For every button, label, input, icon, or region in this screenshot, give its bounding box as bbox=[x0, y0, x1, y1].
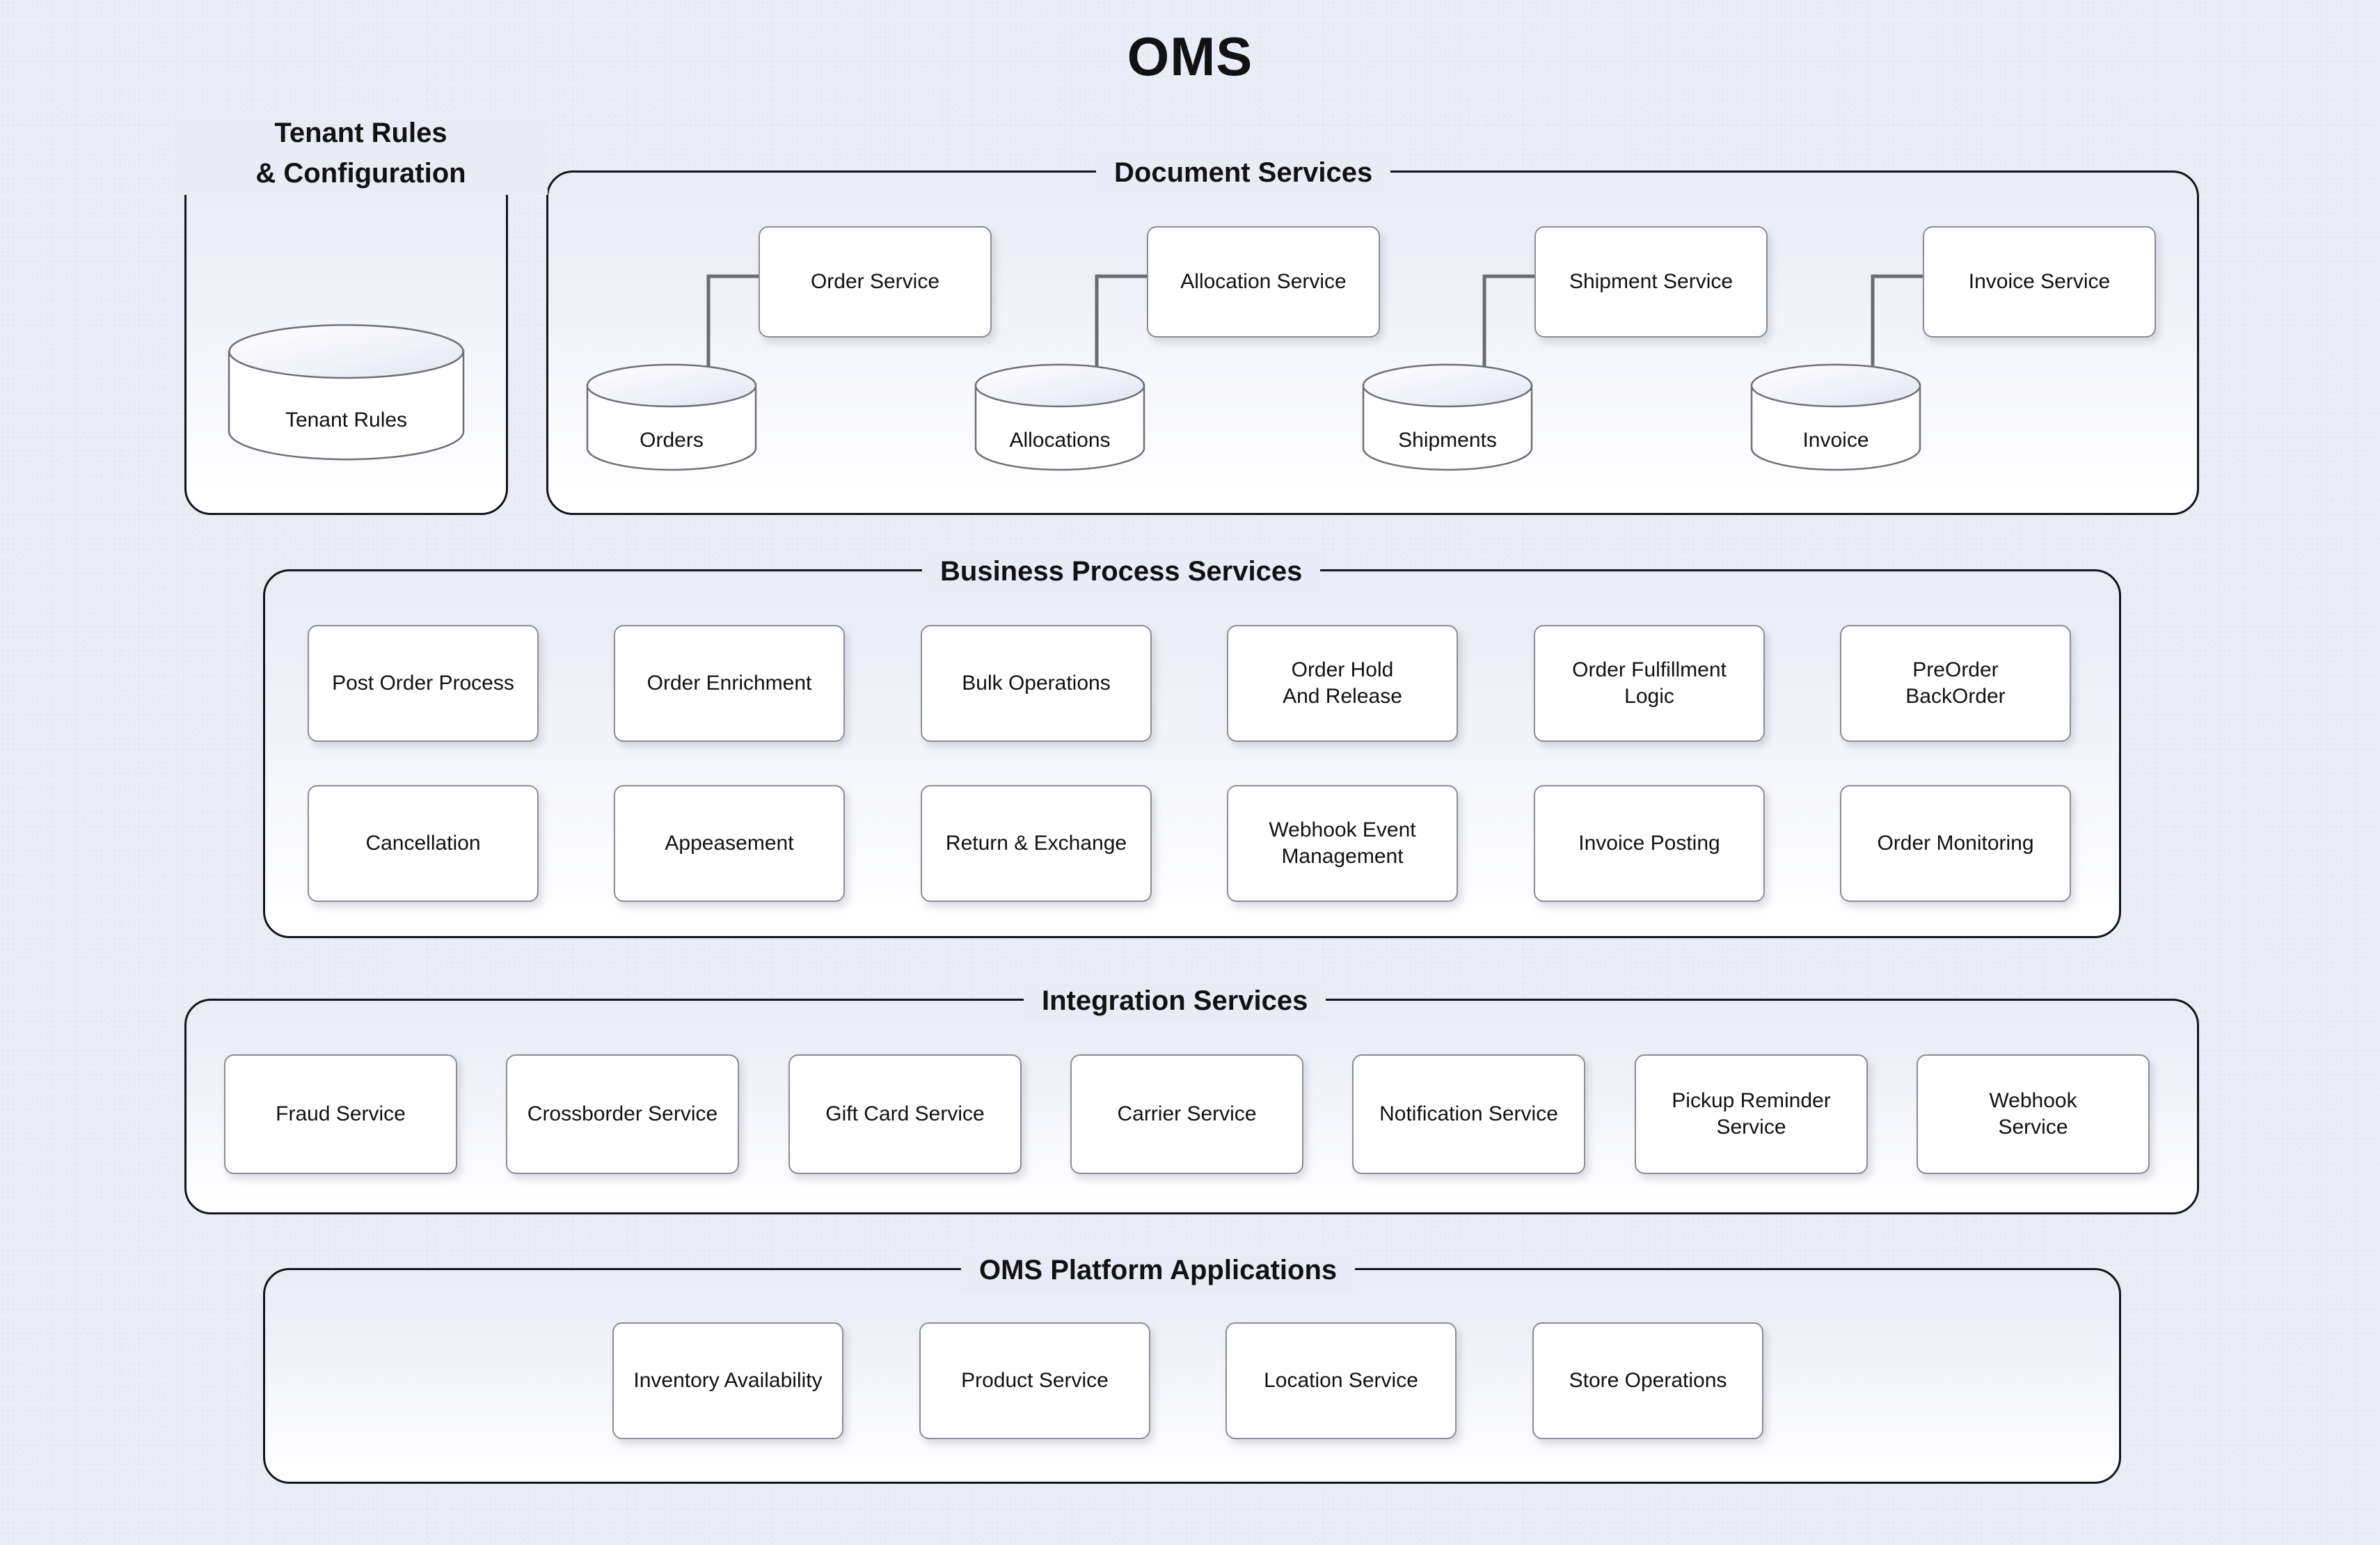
card-allocation-service[interactable]: Allocation Service bbox=[1147, 226, 1380, 338]
card-order-fulfillment-logic[interactable]: Order Fulfillment Logic bbox=[1534, 625, 1765, 742]
card-carrier-service[interactable]: Carrier Service bbox=[1070, 1054, 1303, 1174]
page-title: OMS bbox=[1127, 26, 1253, 87]
card-order-monitoring[interactable]: Order Monitoring bbox=[1840, 785, 2071, 902]
card-appeasement[interactable]: Appeasement bbox=[614, 785, 845, 902]
card-webhook-service[interactable]: Webhook Service bbox=[1917, 1054, 2150, 1174]
panel-oms-platform-applications: OMS Platform Applications bbox=[263, 1249, 2121, 1484]
panel-title-tenant-rules: Tenant Rules & Configuration bbox=[174, 113, 548, 195]
panel-title-integration-services: Integration Services bbox=[1024, 980, 1326, 1022]
card-shipment-service[interactable]: Shipment Service bbox=[1534, 226, 1768, 338]
card-inventory-availability[interactable]: Inventory Availability bbox=[612, 1322, 843, 1439]
card-product-service[interactable]: Product Service bbox=[919, 1322, 1150, 1439]
database-orders[interactable]: Orders bbox=[585, 363, 759, 471]
card-bulk-operations[interactable]: Bulk Operations bbox=[921, 625, 1152, 742]
card-webhook-event-management[interactable]: Webhook Event Management bbox=[1227, 785, 1458, 902]
card-post-order-process[interactable]: Post Order Process bbox=[308, 625, 539, 742]
database-cylinder-icon bbox=[974, 363, 1145, 471]
panel-title-document-services: Document Services bbox=[1096, 152, 1391, 193]
card-order-hold-and-release[interactable]: Order Hold And Release bbox=[1227, 625, 1458, 742]
card-notification-service[interactable]: Notification Service bbox=[1352, 1054, 1585, 1174]
database-allocations[interactable]: Allocations bbox=[973, 363, 1147, 471]
panel-title-tenant-rules-line1: Tenant Rules bbox=[274, 118, 447, 148]
database-cylinder-icon bbox=[586, 363, 757, 471]
card-gift-card-service[interactable]: Gift Card Service bbox=[788, 1054, 1022, 1174]
database-cylinder-icon bbox=[1750, 363, 1921, 471]
database-shipments[interactable]: Shipments bbox=[1360, 363, 1534, 471]
panel-business-process-services: Business Process Services bbox=[263, 550, 2121, 938]
card-fraud-service[interactable]: Fraud Service bbox=[224, 1054, 457, 1174]
panel-title-business-process-services: Business Process Services bbox=[922, 550, 1321, 592]
card-cancellation[interactable]: Cancellation bbox=[308, 785, 539, 902]
card-invoice-posting[interactable]: Invoice Posting bbox=[1534, 785, 1765, 902]
panel-title-oms-platform-applications: OMS Platform Applications bbox=[961, 1249, 1356, 1291]
database-cylinder-icon bbox=[228, 324, 465, 461]
card-order-service[interactable]: Order Service bbox=[759, 226, 992, 338]
card-preorder-backorder[interactable]: PreOrder BackOrder bbox=[1840, 625, 2071, 742]
panel-title-tenant-rules-line2: & Configuration bbox=[255, 158, 466, 189]
database-tenant-rules[interactable]: Tenant Rules bbox=[226, 324, 466, 461]
card-store-operations[interactable]: Store Operations bbox=[1532, 1322, 1763, 1439]
card-crossborder-service[interactable]: Crossborder Service bbox=[506, 1054, 739, 1174]
card-location-service[interactable]: Location Service bbox=[1225, 1322, 1457, 1439]
card-order-enrichment[interactable]: Order Enrichment bbox=[614, 625, 845, 742]
card-invoice-service[interactable]: Invoice Service bbox=[1923, 226, 2156, 338]
database-invoice[interactable]: Invoice bbox=[1749, 363, 1923, 471]
card-pickup-reminder-service[interactable]: Pickup Reminder Service bbox=[1635, 1054, 1868, 1174]
database-cylinder-icon bbox=[1362, 363, 1533, 471]
card-return-and-exchange[interactable]: Return & Exchange bbox=[921, 785, 1152, 902]
